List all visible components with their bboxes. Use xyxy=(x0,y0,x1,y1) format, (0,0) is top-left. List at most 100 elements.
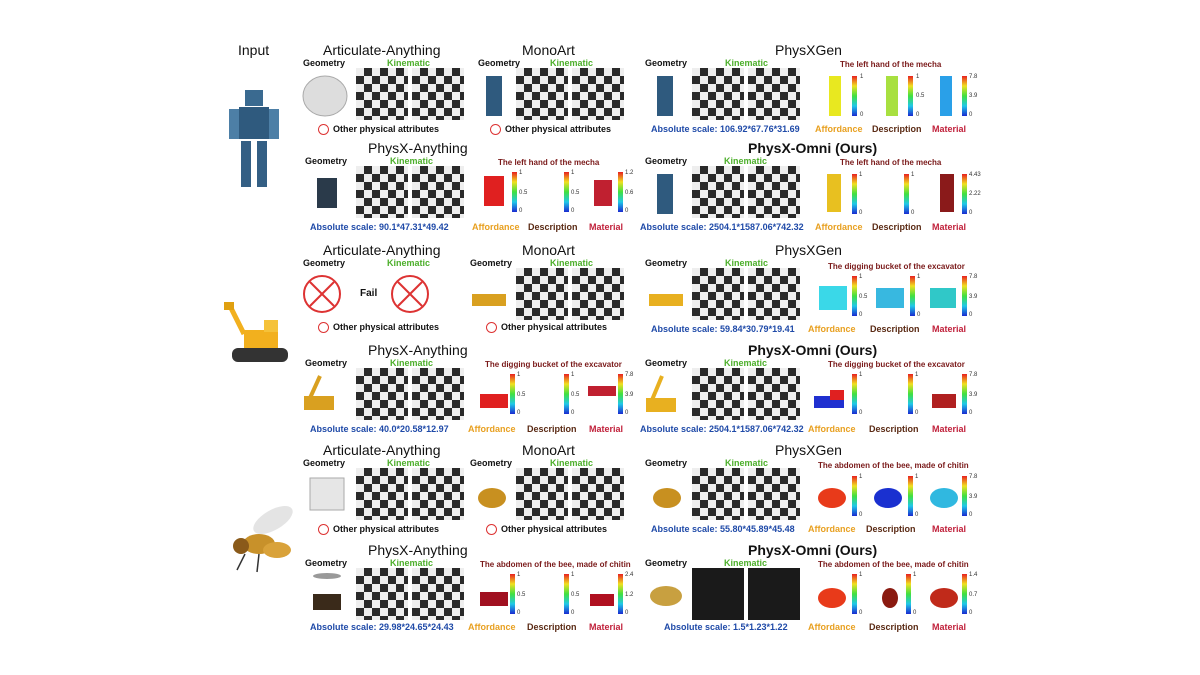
colorbar-tick: 0 xyxy=(625,410,629,416)
colorbar-tick: 1 xyxy=(859,172,863,178)
colorbar-tick: 0 xyxy=(625,610,629,616)
any-affordance-image xyxy=(480,394,508,408)
gen-description-image xyxy=(886,76,898,116)
geometry-label: Geometry xyxy=(305,156,348,166)
colorbar xyxy=(564,574,569,614)
colorbar-tick: 0 xyxy=(571,610,575,616)
colorbar-tick: 0 xyxy=(571,208,575,214)
any-kinematic-image-1 xyxy=(356,568,408,620)
colorbar xyxy=(618,574,623,614)
colorbar xyxy=(618,374,623,414)
part-caption: The left hand of the mecha xyxy=(840,60,942,69)
colorbar-tick: 3.9 xyxy=(625,392,634,398)
geometry-label: Geometry xyxy=(305,558,348,568)
geometry-label: Geometry xyxy=(470,258,513,268)
kinematic-label: Kinematic xyxy=(550,258,594,268)
absolute-scale: Absolute scale: 55.80*45.89*45.48 xyxy=(651,524,795,534)
colorbar-tick: 2.22 xyxy=(969,191,981,197)
other-attributes-note: Other physical attributes xyxy=(333,322,440,332)
kinematic-label: Kinematic xyxy=(390,358,434,368)
any-material-image xyxy=(594,180,612,206)
colorbar-tick: 0.5 xyxy=(571,190,580,196)
any-material-image xyxy=(588,386,616,396)
colorbar-tick: 1 xyxy=(915,372,919,378)
fail-cross-icon xyxy=(391,275,429,313)
fail-label: Fail xyxy=(360,288,378,299)
kinematic-label: Kinematic xyxy=(390,156,434,166)
mono-kinematic-image-1 xyxy=(516,68,568,120)
mono-kinematic-image-1 xyxy=(516,268,568,320)
colorbar-tick: 1 xyxy=(913,572,917,578)
method-physx-omni: PhysX-Omni (Ours) xyxy=(748,542,878,558)
colorbar-tick: 3.9 xyxy=(969,93,978,99)
geometry-label: Geometry xyxy=(645,458,688,468)
any-kinematic-image-1 xyxy=(356,368,408,420)
omni-affordance-image xyxy=(818,588,846,608)
colorbar-tick: 0 xyxy=(915,410,919,416)
colorbar xyxy=(962,76,967,116)
colorbar-tick: 1 xyxy=(571,572,575,578)
method-monoart: MonoArt xyxy=(522,42,575,58)
colorbar-tick: 0 xyxy=(916,112,920,118)
description-label: Description xyxy=(872,124,922,134)
gen-kinematic-image-1 xyxy=(692,68,744,120)
part-caption: The digging bucket of the excavator xyxy=(828,360,965,369)
colorbar-tick: 1 xyxy=(519,170,523,176)
kinematic-label: Kinematic xyxy=(724,358,768,368)
input-heading: Input xyxy=(238,42,270,58)
colorbar-tick: 0 xyxy=(859,610,863,616)
gen-geometry-image xyxy=(657,76,673,116)
part-caption: The digging bucket of the excavator xyxy=(485,360,622,369)
geometry-label: Geometry xyxy=(303,58,346,68)
method-articulate-anything: Articulate-Anything xyxy=(323,42,441,58)
colorbar xyxy=(962,476,967,516)
mono-kinematic-image-2 xyxy=(572,468,624,520)
colorbar xyxy=(908,476,913,516)
any-material-image xyxy=(590,594,614,606)
geometry-label: Geometry xyxy=(645,156,688,166)
colorbar-tick: 0 xyxy=(571,410,575,416)
method-monoart: MonoArt xyxy=(522,442,575,458)
any-geometry-image xyxy=(313,573,341,610)
affordance-label: Affordance xyxy=(808,622,856,632)
colorbar-tick: 2.4 xyxy=(625,572,634,578)
description-label: Description xyxy=(870,324,920,334)
method-monoart: MonoArt xyxy=(522,242,575,258)
gen-affordance-image xyxy=(818,488,846,508)
colorbar-tick: 0 xyxy=(969,210,973,216)
colorbar-tick: 7.8 xyxy=(625,372,634,378)
affordance-label: Affordance xyxy=(468,622,516,632)
colorbar xyxy=(908,374,913,414)
any-kinematic-image-2 xyxy=(412,368,464,420)
colorbar xyxy=(852,174,857,214)
any-kinematic-image-2 xyxy=(412,166,464,218)
colorbar-tick: 7.8 xyxy=(969,372,978,378)
colorbar-tick: 0 xyxy=(859,512,863,518)
gen-description-image xyxy=(874,488,902,508)
any-affordance-image xyxy=(484,176,504,206)
absolute-scale: Absolute scale: 40.0*20.58*12.97 xyxy=(310,424,449,434)
mono-geometry-image xyxy=(472,294,506,306)
part-caption: The left hand of the mecha xyxy=(498,158,600,167)
colorbar-tick: 1 xyxy=(916,74,920,80)
colorbar-tick: 0 xyxy=(969,410,973,416)
absolute-scale: Absolute scale: 2504.1*1587.06*742.32 xyxy=(640,222,804,232)
affordance-label: Affordance xyxy=(472,222,520,232)
colorbar-tick: 1.2 xyxy=(625,592,634,598)
gen-affordance-image xyxy=(829,76,841,116)
omni-geometry-image xyxy=(657,174,673,214)
omni-description-image xyxy=(882,588,898,608)
mono-kinematic-image-2 xyxy=(572,68,624,120)
kinematic-label: Kinematic xyxy=(724,558,768,568)
colorbar xyxy=(852,276,857,316)
other-attributes-note: Other physical attributes xyxy=(501,524,608,534)
gen-kinematic-image-2 xyxy=(748,68,800,120)
description-label: Description xyxy=(869,622,919,632)
colorbar-tick: 0 xyxy=(859,312,863,318)
part-caption: The abdomen of the bee, made of chitin xyxy=(818,560,969,569)
colorbar-tick: 3.9 xyxy=(969,294,978,300)
colorbar-tick: 7.8 xyxy=(969,474,978,480)
kinematic-label: Kinematic xyxy=(725,458,769,468)
omni-affordance-image xyxy=(827,174,841,212)
colorbar-tick: 0 xyxy=(915,512,919,518)
